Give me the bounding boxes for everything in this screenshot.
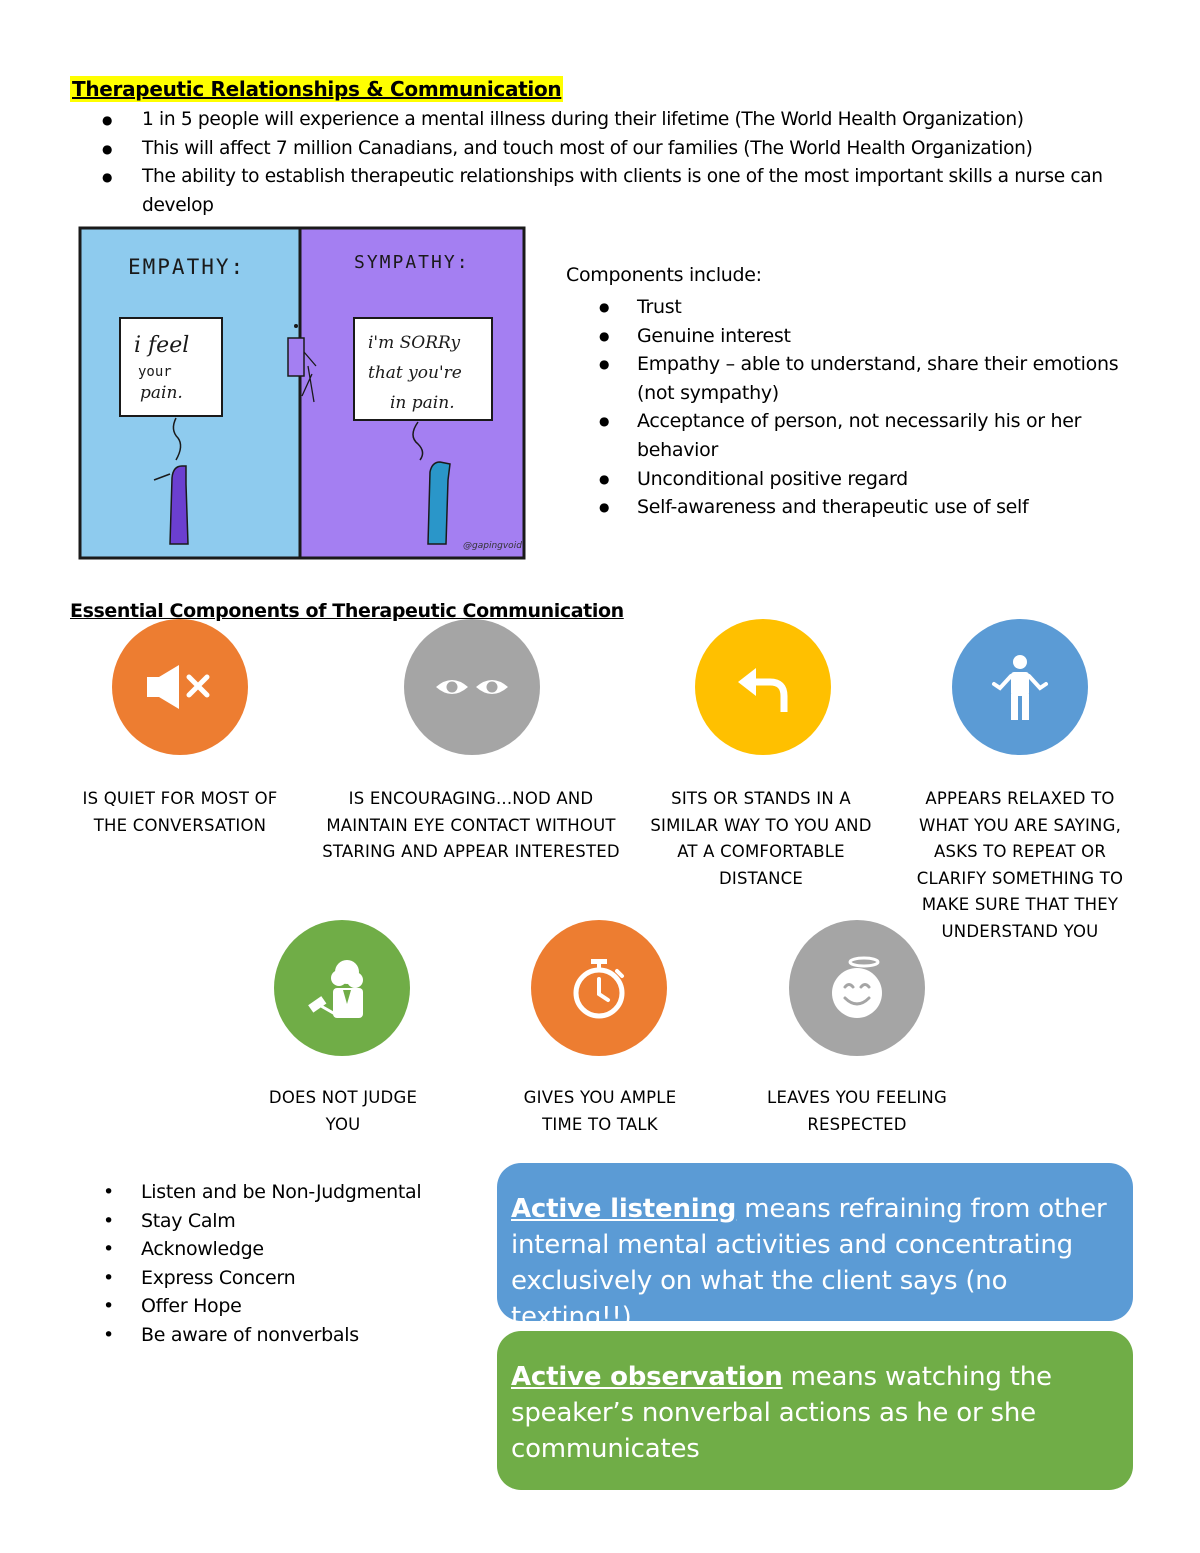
tip-item: Acknowledge	[103, 1235, 421, 1264]
component-item: Unconditional positive regard	[566, 465, 1126, 494]
mute-circle	[112, 619, 248, 755]
tips-list: Listen and be Non-Judgmental Stay Calm A…	[103, 1178, 422, 1350]
component-item: Genuine interest	[566, 322, 1126, 351]
components-list: Trust Genuine interest Empathy – able to…	[566, 293, 1126, 522]
comic-empathy-sign-line: pain.	[140, 383, 183, 403]
active-listening-term: Active listening	[511, 1194, 737, 1224]
tip-item: Stay Calm	[103, 1207, 421, 1236]
active-observation-term: Active observation	[511, 1362, 783, 1392]
comic-signature: @gapingvoid	[463, 541, 522, 551]
caption-relaxed: APPEARS RELAXED TO WHAT YOU ARE SAYING, …	[916, 789, 1124, 941]
active-listening-text: means refraining from other internal men…	[511, 1194, 1107, 1332]
component-item: Self-awareness and therapeutic use of se…	[566, 493, 1126, 522]
comic-sympathy-sign-line: i'm SORRy	[368, 333, 461, 353]
intro-bullet: 1 in 5 people will experience a mental i…	[70, 106, 1130, 135]
active-observation-text: means watching the speaker’s nonverbal a…	[511, 1362, 1052, 1464]
stopwatch-icon	[573, 959, 625, 1019]
active-listening-box: Active listening means refraining from o…	[497, 1163, 1133, 1332]
caption-quiet: IS QUIET FOR MOST OF THE CONVERSATION	[82, 789, 278, 835]
components-heading: Components include:	[566, 264, 762, 286]
comic-empathy-heading: EMPATHY:	[128, 255, 245, 279]
intro-bullet: The ability to establish therapeutic rel…	[70, 163, 1130, 220]
judge-gavel-icon	[308, 960, 363, 1018]
active-observation-box: Active observation means watching the sp…	[497, 1331, 1133, 1490]
caption-encouraging: IS ENCOURAGING...NOD AND MAINTAIN EYE CO…	[322, 789, 620, 861]
caption-not-judge: DOES NOT JUDGE YOU	[268, 1088, 418, 1134]
eyes-icon	[436, 680, 508, 694]
tip-item: Offer Hope	[103, 1292, 421, 1321]
essential-components-title: Essential Components of Therapeutic Comm…	[70, 600, 624, 622]
tip-item: Be aware of nonverbals	[103, 1321, 421, 1350]
page-title: Therapeutic Relationships & Communicatio…	[70, 76, 564, 102]
eyes-circle	[404, 619, 540, 755]
component-item: Acceptance of person, not necessarily hi…	[566, 407, 1126, 464]
component-item: Empathy – able to understand, share thei…	[566, 350, 1126, 407]
stopwatch-circle	[531, 920, 667, 1056]
comic-empathy-sign-line: your	[138, 364, 172, 380]
person-circle	[952, 619, 1088, 755]
tip-item: Listen and be Non-Judgmental	[103, 1178, 422, 1207]
component-item: Trust	[566, 293, 1126, 322]
comic-sympathy-heading: SYMPATHY:	[354, 252, 470, 273]
comic-empathy-sign-line: i feel	[134, 333, 189, 358]
halo-smile-icon	[832, 956, 882, 1018]
comic-sympathy-sign-line: in pain.	[390, 393, 455, 413]
tip-item: Express Concern	[103, 1264, 421, 1293]
undo-circle	[695, 619, 831, 755]
empathy-sympathy-comic: EMPATHY: SYMPATHY: i feel your pain. i'm…	[78, 226, 527, 562]
caption-ample-time: GIVES YOU AMPLE TIME TO TALK	[523, 1088, 677, 1134]
comic-sympathy-sign-line: that you're	[368, 363, 462, 383]
caption-respected: LEAVES YOU FEELING RESPECTED	[767, 1088, 947, 1134]
undo-arrow-icon	[738, 668, 788, 712]
person-shrug-icon	[992, 655, 1048, 720]
caption-sits-stands: SITS OR STANDS IN A SIMILAR WAY TO YOU A…	[650, 789, 872, 888]
mute-icon	[147, 665, 210, 709]
judge-circle	[274, 920, 410, 1056]
intro-bullet-list: 1 in 5 people will experience a mental i…	[70, 106, 1130, 220]
smile-circle	[789, 920, 925, 1056]
intro-bullet: This will affect 7 million Canadians, an…	[70, 135, 1130, 164]
